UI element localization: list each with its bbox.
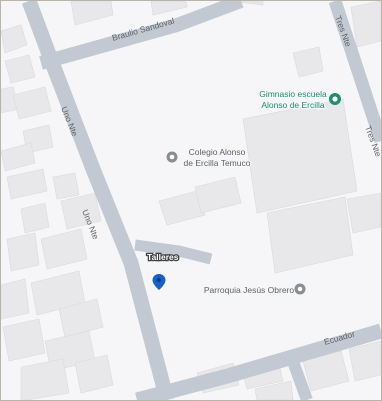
building <box>292 46 324 78</box>
poi-gimnasio[interactable]: Gimnasio escuela Alonso de Ercilla <box>258 88 341 111</box>
building <box>194 176 242 214</box>
road-tres-nte <box>328 1 381 144</box>
poi-colegio-label-line1: Colegio Alonso <box>189 147 246 157</box>
place-pin-icon[interactable] <box>294 283 306 295</box>
building <box>1 278 30 320</box>
building <box>20 202 50 234</box>
building <box>58 298 104 338</box>
building <box>52 172 80 200</box>
poi-colegio[interactable]: Colegio Alonso de Ercilla Temuco <box>166 146 252 169</box>
building <box>158 190 206 226</box>
building <box>346 192 381 234</box>
road-braulio-sandoval <box>39 1 244 70</box>
place-pin-icon[interactable] <box>166 151 178 163</box>
building <box>6 232 40 272</box>
building <box>12 86 52 120</box>
building <box>2 318 46 362</box>
poi-parroquia-label: Parroquia Jesús Obrero <box>204 285 295 295</box>
building <box>20 358 70 400</box>
building <box>150 1 188 16</box>
poi-parroquia[interactable]: Parroquia Jesús Obrero <box>203 283 306 296</box>
poi-gimnasio-label-line2: Alonso de Ercilla <box>261 100 325 110</box>
label-talleres: Talleres <box>147 252 179 262</box>
building <box>40 228 88 270</box>
road-uno-nte <box>21 1 175 400</box>
road-internal <box>134 239 213 265</box>
location-marker-icon[interactable] <box>152 274 166 290</box>
building <box>6 168 48 200</box>
road-side-street <box>285 353 313 400</box>
building <box>302 350 350 392</box>
building <box>350 1 381 48</box>
poi-colegio-label-line2: de Ercilla Temuco <box>184 158 251 168</box>
building <box>74 354 114 394</box>
poi-gimnasio-label-line1: Gimnasio escuela <box>259 89 327 99</box>
building <box>266 196 354 274</box>
building <box>254 380 294 400</box>
building <box>70 1 114 26</box>
building <box>348 340 381 382</box>
building <box>60 192 102 230</box>
park-pin-icon[interactable] <box>329 93 341 105</box>
building <box>1 24 28 54</box>
road-ecuador <box>135 323 381 400</box>
building-gimnasio <box>242 98 358 214</box>
building <box>4 54 36 84</box>
building <box>1 142 36 172</box>
